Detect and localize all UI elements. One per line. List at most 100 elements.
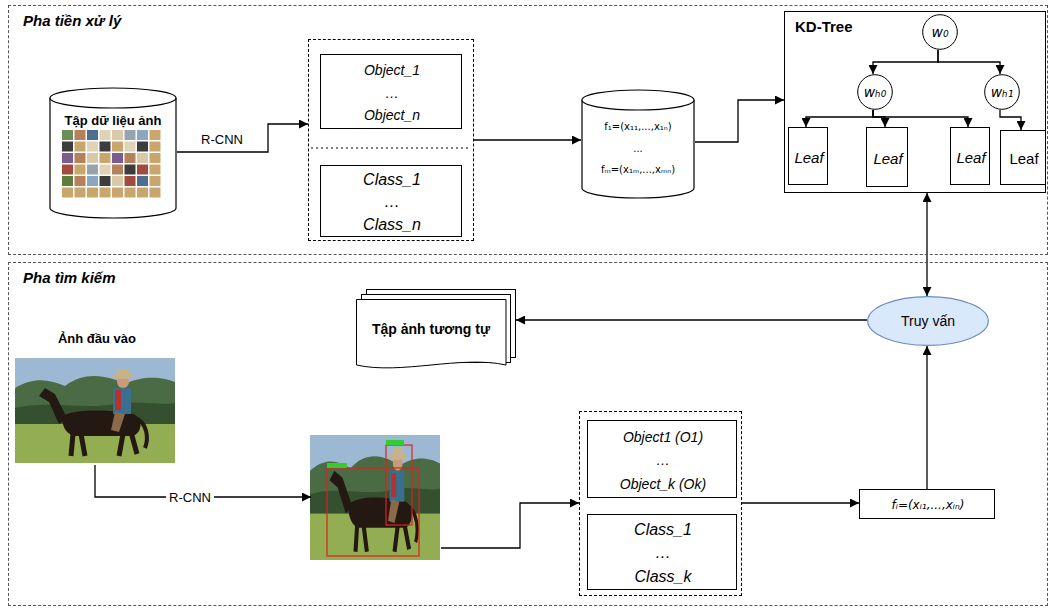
node-content: w₀ [922,14,958,50]
node-text: Object_n [364,107,420,123]
thumbnail-grid [62,130,161,198]
node-content: Tập dữ liệu ảnh [49,111,177,129]
thumbnail [75,188,86,198]
node-content: Leaf [951,128,991,186]
thumbnail [75,130,86,140]
tree-node-circle: w₀ [922,14,958,50]
node-text: wₕ₁ [991,84,1014,100]
node-text: ... [633,143,643,154]
thumbnail [62,142,73,152]
node-text: Tập dữ liệu ảnh [65,113,162,128]
thumbnail [150,142,161,152]
detected-photo [310,435,440,560]
connector-arrow [742,502,859,503]
node-text: … [655,544,671,562]
node-text: Class_n [363,216,421,234]
page-outline [357,300,507,368]
thumbnail [112,188,123,198]
thumbnail [137,153,148,163]
connector-arrow [873,110,968,127]
thumbnail [100,176,111,186]
node-text: … [385,85,399,101]
thumbnail [100,142,111,152]
thumbnail [112,153,123,163]
thumbnail [62,176,73,186]
tree-node-circle: wₕ₀ [857,74,893,110]
edge-label: R-CNN [166,490,214,505]
thumbnail [75,176,86,186]
node-text: Object1 (O1) [623,429,703,445]
thumbnail [125,142,136,152]
thumbnail [150,188,161,198]
node-text: Class_k [635,568,692,586]
connector-arrow [873,50,938,74]
detection-box [327,468,419,556]
class-box: Class_1…Class_k [587,514,737,590]
result-document: Tập ảnh tương tự [356,289,516,373]
thumbnail [112,142,123,152]
thumbnail [100,153,111,163]
circle-outline [923,15,958,50]
detection-tag [327,463,347,468]
thumbnail [62,130,73,140]
connector-arrow [474,139,581,140]
feature-db-cylinder: f₁=(x₁₁,...,x₁ₙ)...fₘ=(x₁ₘ,...,xₘₙ) [581,89,695,199]
connector-arrow [926,193,927,296]
query-ellipse: Truy vấn [867,296,989,346]
phase-region: Pha tiền xử lýTập dữ liệu ảnhObject_1…Ob… [8,5,1048,255]
input-photo [15,358,175,463]
node-content: Ảnh đầu vào [16,327,178,349]
thumbnail [125,176,136,186]
thumbnail [150,165,161,175]
thumbnail [137,142,148,152]
connector-arrow [441,503,579,548]
thumbnail [75,142,86,152]
node-content: wₕ₀ [857,74,893,110]
node-content: Object_1…Object_n [321,55,463,130]
node-text: Leaf [1009,150,1038,167]
node-content: Truy vấn [867,296,989,346]
phase-region: Pha tìm kiếmẢnh đầu vàoObject1 (O1)…Obje… [8,262,1048,606]
node-content: Leaf [1001,131,1047,186]
node-content: Pha tiền xử lý [23,12,121,29]
node-text: Object_k (Ok) [620,476,706,492]
connector-arrow [873,110,885,127]
circle-outline [858,75,893,110]
thumbnail [62,165,73,175]
connector-arrow [806,110,873,127]
node-text: Class_1 [363,171,421,189]
thumbnail [100,165,111,175]
cylinder-body [50,98,176,218]
thumbnail [137,130,148,140]
node-text: … [384,193,400,211]
dotted-separator [311,148,469,149]
detection-tag [386,440,404,445]
thumbnail [62,188,73,198]
thumbnail [112,130,123,140]
connector-arrow [938,50,1000,74]
node-text: f₁=(x₁₁,...,x₁ₙ) [604,121,671,132]
thumbnail [87,165,98,175]
thumbnail [125,153,136,163]
feature-vector-box: fᵢ=(xᵢ₁,...,xᵢₙ) [859,489,995,519]
node-content: f₁=(x₁₁,...,x₁ₙ)...fₘ=(x₁ₘ,...,xₘₙ) [581,111,695,185]
thumbnail [125,165,136,175]
node-text: … [656,452,670,468]
thumbnail [125,188,136,198]
leaf-box: Leaf [950,127,990,185]
node-text: KD-Tree [795,18,853,35]
node-text: Leaf [794,149,823,166]
object-box: Object1 (O1) … Object_k (Ok) [587,420,737,498]
cylinder-top [582,90,694,110]
detected-image [311,436,441,561]
node-content: Pha tìm kiếm [23,269,116,286]
thumbnail [100,130,111,140]
connector-arrow [177,124,308,152]
thumbnail [87,176,98,186]
connector-arrow [926,346,927,489]
thumbnail [75,153,86,163]
thumbnail [150,176,161,186]
node-content: KD-Tree [795,18,853,35]
thumbnail [150,130,161,140]
input-image: Ảnh đầu vào [16,327,178,465]
